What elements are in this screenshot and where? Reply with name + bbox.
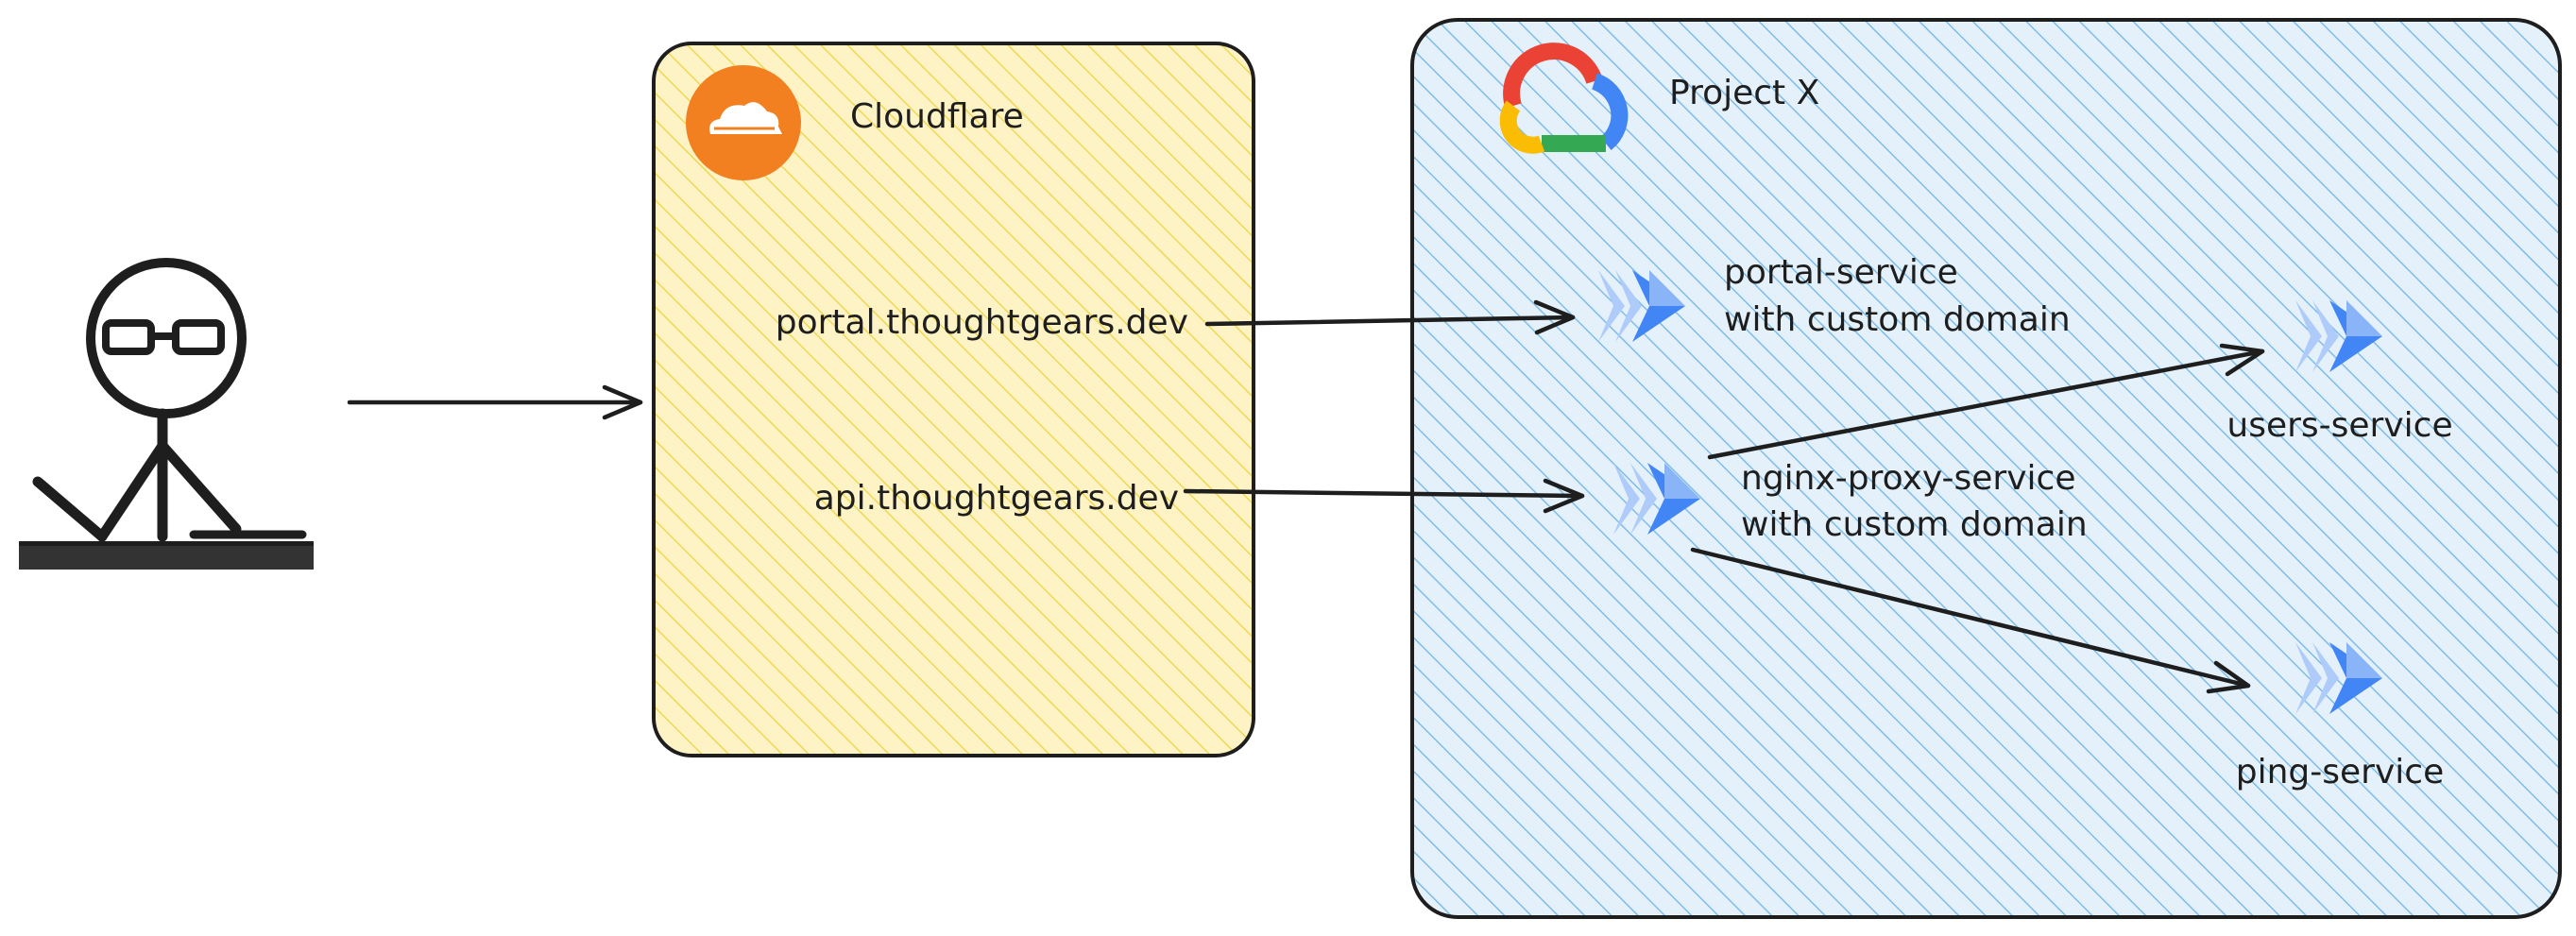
- nginx-proxy-service-sublabel: with custom domain: [1741, 505, 2088, 544]
- api-domain-label: api.thoughtgears.dev: [814, 479, 1179, 518]
- arrow-portal-domain-to-portal-service: [1204, 299, 1576, 335]
- cloudflare-container: [652, 42, 1255, 757]
- project-x-title: Project X: [1669, 74, 1819, 112]
- ping-service-label: ping-service: [2236, 753, 2444, 791]
- cloudflare-logo-icon: [686, 65, 801, 180]
- nginx-proxy-service-label: nginx-proxy-service: [1741, 459, 2075, 498]
- person-at-laptop-icon: [19, 258, 314, 570]
- google-cloud-logo-icon: [1499, 43, 1629, 154]
- users-service-label: users-service: [2226, 406, 2452, 445]
- portal-service-label: portal-service: [1724, 253, 1958, 292]
- arrow-user-to-cloudflare: [347, 384, 643, 420]
- project-x-container: [1410, 18, 2562, 919]
- portal-service-sublabel: with custom domain: [1724, 300, 2071, 339]
- cloudflare-title: Cloudflare: [850, 97, 1024, 136]
- arrow-api-domain-to-nginx-proxy-service: [1183, 478, 1585, 514]
- portal-domain-label: portal.thoughtgears.dev: [776, 303, 1188, 342]
- arrow-nginx-to-ping-service: [1690, 547, 2251, 694]
- arrow-nginx-to-users-service: [1707, 343, 2265, 460]
